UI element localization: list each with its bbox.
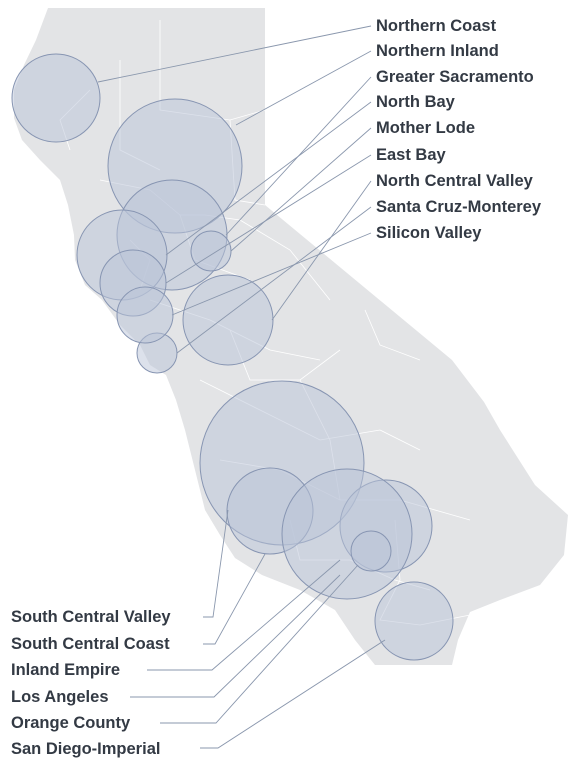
label-mother-lode: Mother Lode [376, 119, 475, 137]
leader-south-central-valley [203, 509, 229, 618]
leader-north-bay [165, 101, 372, 256]
leader-north-central-valley [271, 180, 372, 321]
leader-inland-empire [147, 559, 341, 671]
label-greater-sacramento: Greater Sacramento [376, 68, 534, 86]
label-northern-coast: Northern Coast [376, 17, 497, 35]
label-south-central-valley: South Central Valley [11, 608, 171, 626]
leader-south-central-coast [203, 553, 266, 645]
labels-south: South Central Valley South Central Coast… [11, 608, 171, 758]
bubble-orange-county[interactable] [350, 530, 392, 572]
labels-north: Northern Coast Northern Inland Greater S… [376, 17, 542, 242]
label-santa-cruz-monterey: Santa Cruz-Monterey [376, 198, 542, 216]
label-north-central-valley: North Central Valley [376, 172, 534, 190]
label-san-diego-imperial: San Diego-Imperial [11, 740, 160, 758]
label-silicon-valley: Silicon Valley [376, 224, 482, 242]
bubble-san-diego-imperial[interactable] [374, 581, 454, 661]
leader-san-diego-imperial [200, 639, 386, 749]
bubble-northern-coast[interactable] [11, 53, 101, 143]
label-orange-county: Orange County [11, 714, 131, 732]
leader-mother-lode [230, 127, 372, 252]
leader-santa-cruz-monterey [176, 206, 372, 354]
label-los-angeles: Los Angeles [11, 688, 109, 706]
bubble-north-central-valley[interactable] [182, 274, 274, 366]
leader-east-bay [165, 154, 372, 284]
bubble-mother-lode[interactable] [190, 230, 232, 272]
label-south-central-coast: South Central Coast [11, 635, 170, 653]
label-inland-empire: Inland Empire [11, 661, 120, 679]
leader-northern-coast [97, 25, 372, 83]
label-east-bay: East Bay [376, 146, 447, 164]
bubble-silicon-valley[interactable] [116, 286, 174, 344]
leader-los-angeles [130, 574, 341, 698]
leader-lines [97, 25, 386, 749]
leader-silicon-valley [171, 232, 372, 316]
label-north-bay: North Bay [376, 93, 456, 111]
leader-northern-inland [235, 50, 372, 126]
label-northern-inland: Northern Inland [376, 42, 499, 60]
leader-orange-county [160, 564, 359, 724]
bubble-los-angeles[interactable] [281, 468, 413, 600]
